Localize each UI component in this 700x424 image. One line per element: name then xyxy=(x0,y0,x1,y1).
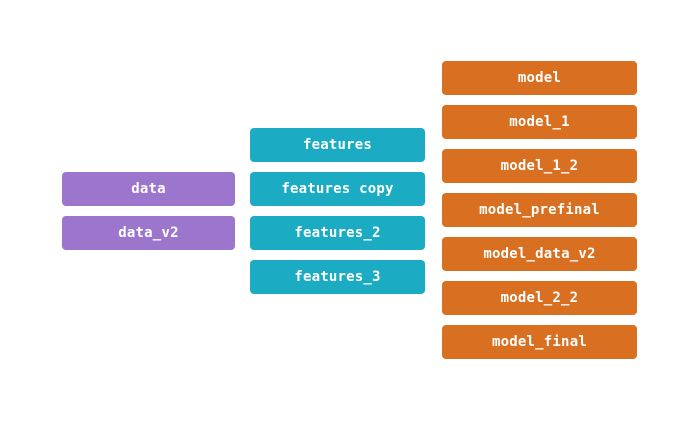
node-label: model_1 xyxy=(509,114,570,130)
node-model[interactable]: model xyxy=(442,61,637,95)
node-column-model: model model_1 model_1_2 model_prefinal m… xyxy=(442,61,637,359)
node-model-2-2[interactable]: model_2_2 xyxy=(442,281,637,315)
node-features-3[interactable]: features_3 xyxy=(250,260,425,294)
node-label: data_v2 xyxy=(118,225,179,241)
node-model-final[interactable]: model_final xyxy=(442,325,637,359)
node-data-v2[interactable]: data_v2 xyxy=(62,216,235,250)
node-label: features xyxy=(302,137,373,153)
node-label: model_2_2 xyxy=(500,290,579,306)
node-column-features: features features copy features_2 featur… xyxy=(250,128,425,294)
node-model-1[interactable]: model_1 xyxy=(442,105,637,139)
node-model-prefinal[interactable]: model_prefinal xyxy=(442,193,637,227)
node-data[interactable]: data xyxy=(62,172,235,206)
node-label: model xyxy=(517,70,562,86)
node-label: data xyxy=(131,181,166,197)
node-label: model_final xyxy=(492,334,587,350)
node-label: model_prefinal xyxy=(479,202,600,218)
node-column-data: data data_v2 xyxy=(62,172,235,250)
node-model-1-2[interactable]: model_1_2 xyxy=(442,149,637,183)
node-model-data-v2[interactable]: model_data_v2 xyxy=(442,237,637,271)
node-label: features copy xyxy=(281,181,394,197)
node-label: features_2 xyxy=(294,225,381,241)
node-label: model_1_2 xyxy=(500,158,579,174)
node-features[interactable]: features xyxy=(250,128,425,162)
node-features-2[interactable]: features_2 xyxy=(250,216,425,250)
node-label: model_data_v2 xyxy=(483,246,596,262)
node-features-copy[interactable]: features copy xyxy=(250,172,425,206)
node-label: features_3 xyxy=(294,269,381,285)
